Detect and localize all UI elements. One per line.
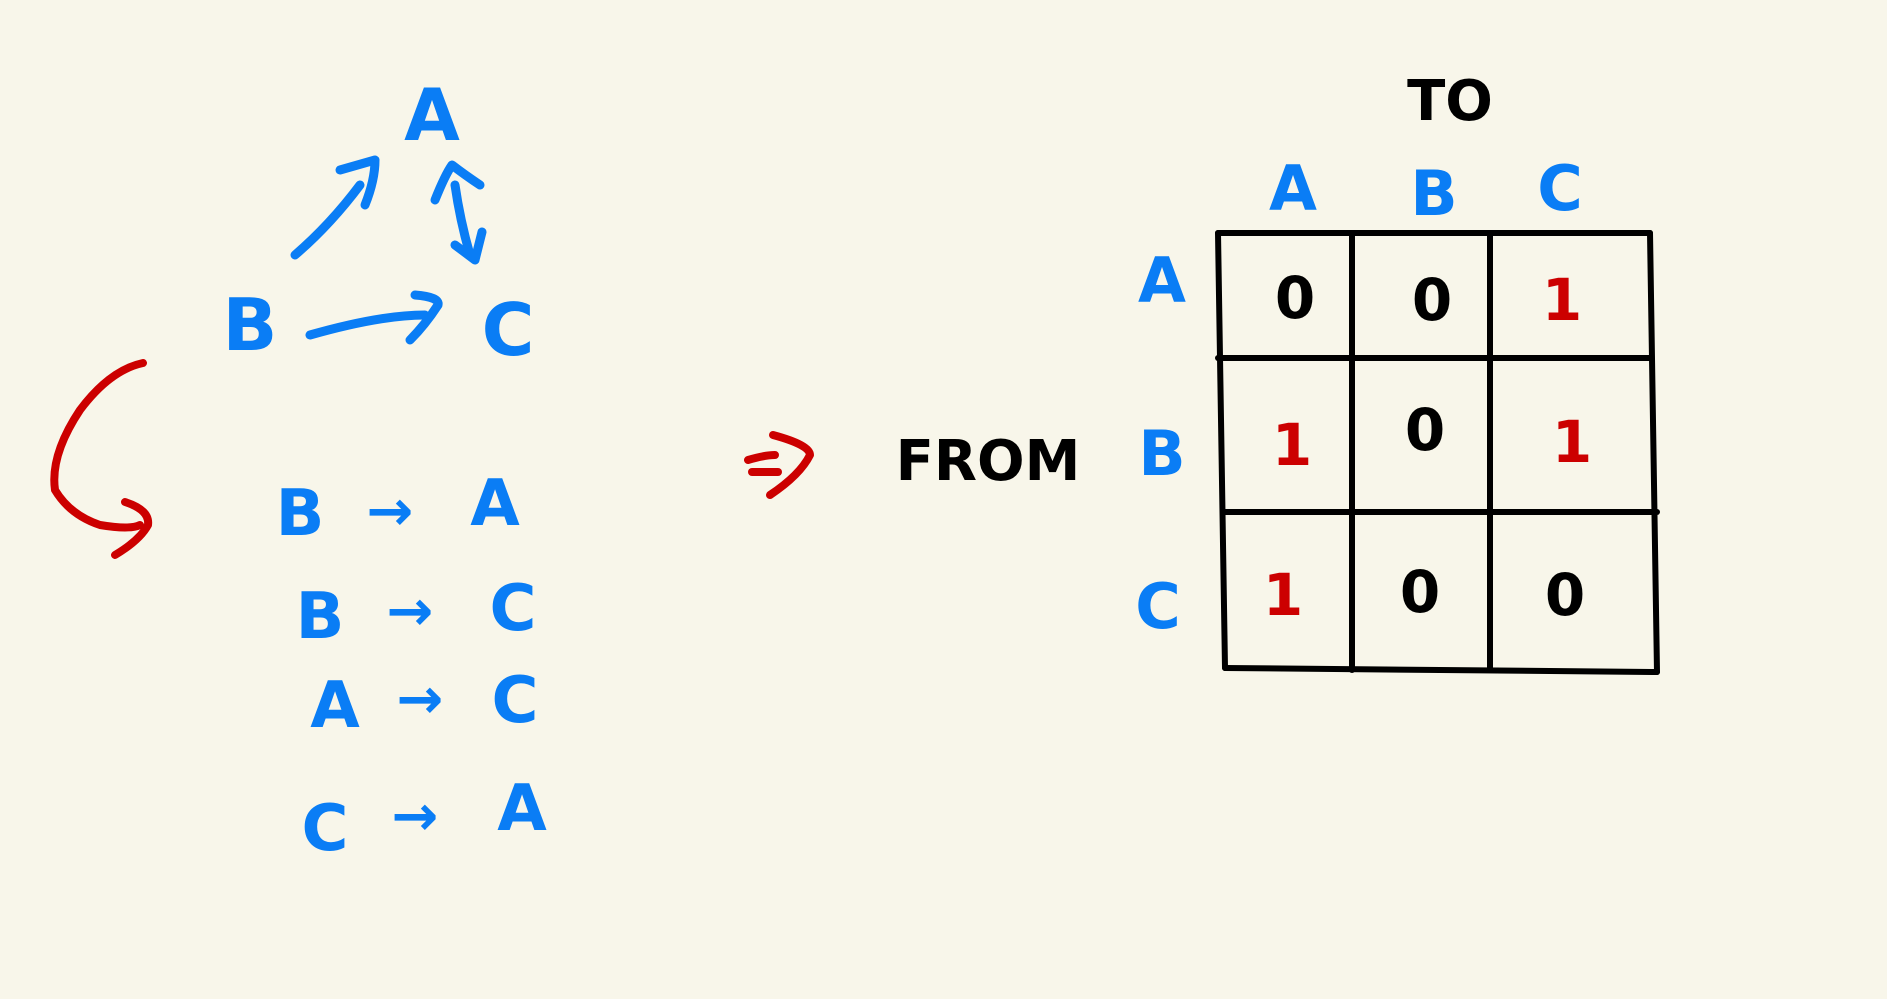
edge-to: C <box>492 664 539 738</box>
matrix-cell-a-a: 0 <box>1275 264 1315 332</box>
edge-b-to-c-arrow <box>305 310 430 340</box>
edge-row-2: B → C <box>296 572 537 654</box>
edge-b-to-a-arrowhead <box>335 155 380 210</box>
row-header-a: A <box>1138 244 1186 317</box>
curved-red-arrowhead <box>111 498 153 559</box>
edge-arrow: → <box>392 784 439 849</box>
matrix-cell-a-c: 1 <box>1542 266 1582 334</box>
row-header-c: C <box>1135 570 1181 643</box>
graph-node-a: A <box>404 73 460 157</box>
matrix-cell-b-c: 1 <box>1552 408 1592 476</box>
edge-from: C <box>302 792 349 866</box>
edge-a-to-c-arrowhead <box>450 227 487 265</box>
grid-line-right <box>1647 230 1660 675</box>
matrix-cell-b-b: 0 <box>1405 396 1445 464</box>
edge-to: A <box>470 467 520 541</box>
edge-to: C <box>490 572 537 646</box>
red-arrow-stroke <box>744 451 779 464</box>
column-header-c: C <box>1537 152 1583 225</box>
edge-from: A <box>310 669 360 743</box>
curved-red-arrow <box>50 359 147 532</box>
matrix-grid <box>1215 230 1660 675</box>
row-header-b: B <box>1138 417 1185 490</box>
edge-c-to-a-arrow <box>430 160 485 205</box>
matrix-cell-c-c: 0 <box>1545 561 1585 629</box>
edge-to: A <box>497 772 547 846</box>
edge-b-to-c-arrowhead <box>405 290 443 345</box>
adjacency-matrix: TO FROM A B C A B C 0 0 1 1 0 1 1 0 0 <box>896 69 1660 675</box>
edge-row-4: C → A <box>302 772 548 866</box>
column-header-a: A <box>1269 152 1317 225</box>
edge-b-to-a-arrow <box>290 180 365 260</box>
grid-line-bottom <box>1222 665 1660 675</box>
matrix-cell-b-a: 1 <box>1272 411 1312 479</box>
graph-node-c: C <box>482 288 535 372</box>
to-label: TO <box>1407 69 1493 134</box>
graph-node-b: B <box>223 283 278 367</box>
edge-row-1: B → A <box>276 467 521 551</box>
edge-a-to-c-arrow <box>450 180 475 260</box>
grid-line-left <box>1215 230 1228 671</box>
edge-arrow: → <box>387 579 434 644</box>
matrix-cell-c-b: 0 <box>1400 558 1440 626</box>
edge-from: B <box>276 477 325 551</box>
edge-list: B → A B → C A → C C → A <box>276 467 548 866</box>
matrix-cell-c-a: 1 <box>1263 561 1303 629</box>
edge-arrow: → <box>367 479 414 544</box>
edge-from: B <box>296 580 345 654</box>
edge-row-3: A → C <box>310 664 538 743</box>
directed-graph: A B C <box>223 73 535 372</box>
red-arrow-head <box>766 431 814 499</box>
matrix-cell-a-b: 0 <box>1412 266 1452 334</box>
column-header-b: B <box>1410 157 1457 230</box>
from-label: FROM <box>896 429 1081 494</box>
edge-arrow: → <box>397 667 444 732</box>
